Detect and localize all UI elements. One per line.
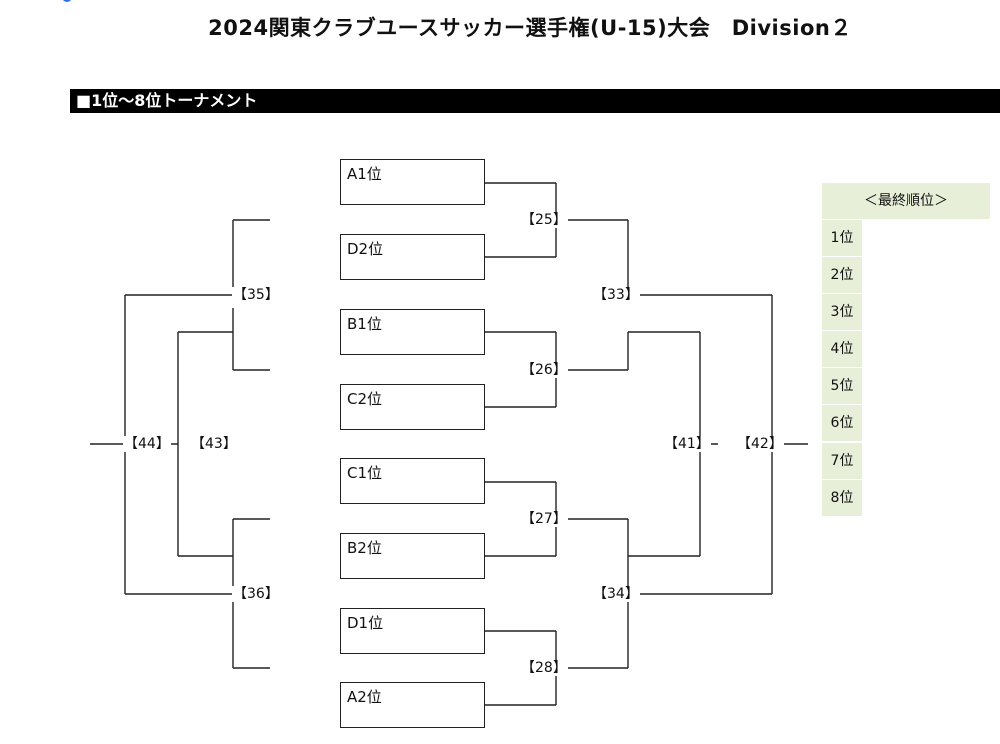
rank-cell-1: 1位 xyxy=(822,220,862,256)
match-label-44: 【44】 xyxy=(123,436,171,452)
rank-cell-5: 5位 xyxy=(822,368,862,404)
seed-box-c2: C2位 xyxy=(340,384,485,430)
match-label-25: 【25】 xyxy=(520,212,568,228)
rank-cell-2: 2位 xyxy=(822,257,862,293)
rank-cell-6: 6位 xyxy=(822,405,862,441)
match-label-41: 【41】 xyxy=(663,436,711,452)
seed-box-c1: C1位 xyxy=(340,458,485,504)
match-label-35: 【35】 xyxy=(232,287,280,303)
match-label-33: 【33】 xyxy=(592,287,640,303)
match-label-36: 【36】 xyxy=(232,586,280,602)
match-label-43: 【43】 xyxy=(190,436,238,452)
corner-indicator xyxy=(62,0,72,2)
seed-box-a1: A1位 xyxy=(340,159,485,205)
rank-cell-7: 7位 xyxy=(822,443,862,479)
match-label-34: 【34】 xyxy=(592,586,640,602)
seed-box-b1: B1位 xyxy=(340,309,485,355)
match-label-42: 【42】 xyxy=(736,436,784,452)
match-label-28: 【28】 xyxy=(520,660,568,676)
section-title: ■1位〜8位トーナメント xyxy=(70,89,1000,113)
seed-box-d2: D2位 xyxy=(340,234,485,280)
rank-cell-3: 3位 xyxy=(822,294,862,330)
seed-box-d1: D1位 xyxy=(340,608,485,654)
rank-cell-8: 8位 xyxy=(822,480,862,516)
final-ranking-header: ＜最終順位＞ xyxy=(822,183,990,219)
seed-box-a2: A2位 xyxy=(340,682,485,728)
rank-cell-4: 4位 xyxy=(822,331,862,367)
match-label-26: 【26】 xyxy=(520,362,568,378)
seed-box-b2: B2位 xyxy=(340,533,485,579)
page-title: 2024関東クラブユースサッカー選手権(U-15)大会 Division２ xyxy=(208,16,852,40)
match-label-27: 【27】 xyxy=(520,511,568,527)
